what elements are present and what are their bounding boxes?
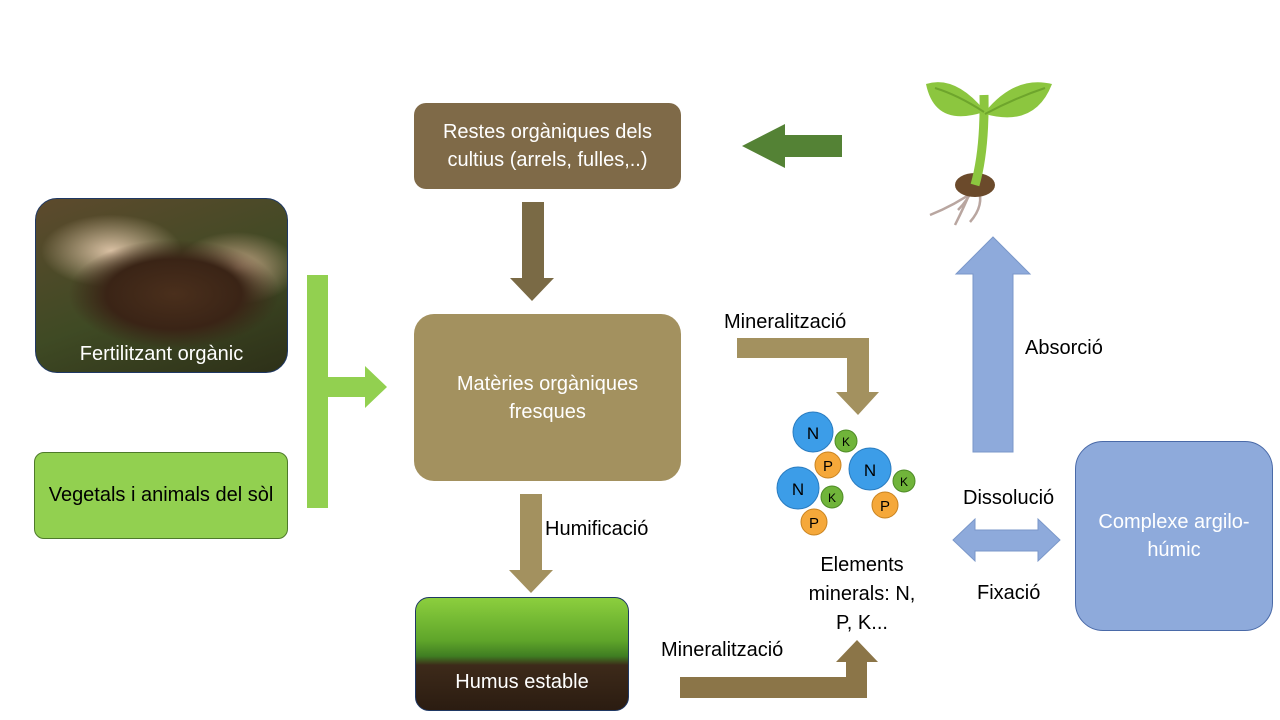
node-vegetals: Vegetals i animals del sòl (34, 452, 288, 539)
node-complexe: Complexe argilo-húmic (1075, 441, 1273, 631)
arrow-mineralitzacio-bottom (680, 640, 878, 698)
node-humus-label: Humus estable (455, 671, 589, 693)
node-elements-label: Elements minerals: N, P, K... (808, 554, 916, 634)
seedling-icon (926, 82, 1052, 226)
node-complexe-label: Complexe argilo-húmic (1098, 511, 1250, 561)
label-mineralitzacio-bottom: Mineralització (661, 639, 784, 661)
mol-p-2: P (880, 498, 890, 515)
label-dissolucio: Dissolució (963, 487, 1055, 509)
mol-p-3: P (809, 515, 819, 532)
mol-k-2: K (900, 475, 908, 489)
mol-n-2: N (864, 461, 876, 480)
mol-n-1: N (807, 424, 819, 443)
node-fertilitzant-label: Fertilitzant orgànic (79, 343, 244, 365)
label-fixacio: Fixació (977, 582, 1041, 604)
arrow-restes-to-materies (510, 202, 554, 301)
mol-k-3: K (828, 491, 836, 505)
node-vegetals-label: Vegetals i animals del sòl (48, 484, 274, 506)
label-mineralitzacio-top: Mineralització (724, 311, 847, 333)
node-fertilitzant: Fertilitzant orgànic (35, 198, 288, 373)
node-elements: Elements minerals: N, P, K... (800, 551, 924, 638)
mol-p-1: P (823, 458, 833, 475)
mol-n-3: N (792, 480, 804, 499)
node-humus: Humus estable (415, 597, 629, 711)
arrow-plant-to-restes (742, 124, 842, 168)
node-materies-label: Matèries orgàniques fresques (456, 372, 639, 423)
green-connector-bar (307, 275, 328, 508)
mineral-molecules-icon: N K P N K N K P P (776, 411, 916, 536)
mol-k-1: K (842, 435, 850, 449)
node-restes: Restes orgàniques dels cultius (arrels, … (414, 103, 681, 189)
arrow-inputs-to-materies (328, 366, 387, 408)
arrow-absorcio (954, 236, 1032, 453)
arrow-dissolucio-fixacio (952, 517, 1061, 563)
label-absorcio: Absorció (1025, 337, 1103, 359)
label-humificacio: Humificació (545, 518, 649, 540)
arrow-humificacio (509, 494, 553, 593)
arrow-mineralitzacio-top (737, 338, 879, 415)
node-restes-label: Restes orgàniques dels cultius (arrels, … (442, 121, 652, 171)
node-materies: Matèries orgàniques fresques (414, 314, 681, 481)
